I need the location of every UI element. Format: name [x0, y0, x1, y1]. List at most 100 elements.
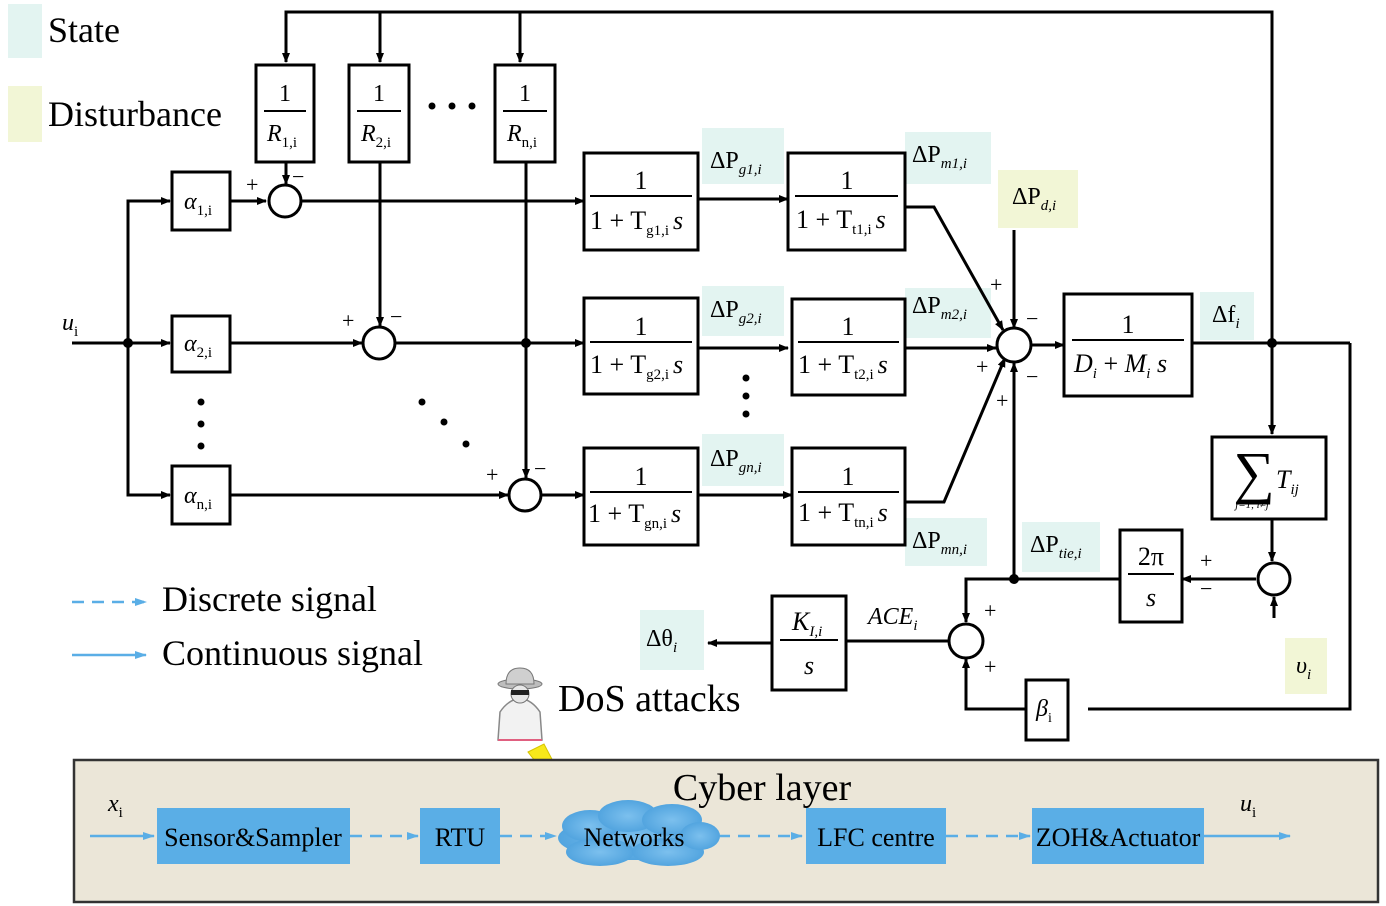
svg-text:KI,i: KI,i: [791, 607, 822, 640]
legend-continuous-label: Continuous signal: [162, 633, 423, 673]
integrator-label: KI,i s: [791, 607, 822, 680]
svg-text:ΔPg1,i: ΔPg1,i: [710, 148, 762, 178]
sensor-sampler-label: Sensor&Sampler: [164, 823, 342, 852]
sum-block-label: ∑ Tij j=1, i≠j: [1233, 440, 1299, 511]
svg-text:ACEi: ACEi: [866, 604, 918, 634]
state-highlights: [98, 128, 1327, 822]
svg-text:Di + Mi s: Di + Mi s: [1073, 349, 1167, 382]
main-sum-junction: [995, 326, 1033, 364]
svg-text:+: +: [342, 308, 354, 333]
svg-text:j=1, i≠j: j=1, i≠j: [1233, 499, 1269, 511]
svg-text:Rn,i: Rn,i: [506, 121, 537, 151]
svg-text:1: 1: [519, 81, 531, 107]
svg-text:s: s: [804, 651, 814, 680]
junctions: [123, 338, 1277, 584]
lfc-centre-block: [806, 808, 946, 864]
svg-text:+: +: [984, 654, 996, 679]
svg-text:2π: 2π: [1138, 542, 1164, 571]
rtu-label: RTU: [435, 823, 486, 852]
svg-text:−: −: [534, 456, 546, 481]
svg-text:+: +: [990, 272, 1002, 297]
area-block-label: 1 Di + Mi s: [1073, 310, 1167, 382]
svg-text:1: 1: [842, 462, 855, 491]
lfc-centre-label: LFC centre: [817, 823, 935, 852]
blocks: [170, 63, 1328, 742]
svg-text:ΔPmn,i: ΔPmn,i: [912, 528, 967, 558]
svg-text:α2,i: α2,i: [184, 331, 212, 361]
svg-text:1 + Ttn,is: 1 + Ttn,is: [798, 498, 888, 531]
svg-text:s: s: [1146, 583, 1156, 612]
svg-text:1: 1: [279, 81, 291, 107]
legend-discrete-label: Discrete signal: [162, 579, 377, 619]
svg-text:1: 1: [842, 312, 855, 341]
sensor-sampler-block: [157, 808, 350, 864]
svg-text:Δfi: Δfi: [1212, 302, 1240, 332]
zoh-actuator-block: [1032, 808, 1204, 864]
tie-sum-junction: [1256, 561, 1292, 597]
svg-text:Δθi: Δθi: [646, 626, 677, 656]
networks-cloud: [558, 800, 720, 866]
fraction-lines: [264, 110, 1184, 641]
sum-junction-1: [267, 183, 303, 219]
svg-text:+: +: [246, 172, 258, 197]
svg-text:−: −: [390, 304, 402, 329]
svg-text:1: 1: [1122, 310, 1135, 339]
svg-text:1 + Tg2,is: 1 + Tg2,is: [590, 350, 683, 383]
disturbance-swatch: [8, 86, 42, 142]
svg-text:α1,i: α1,i: [184, 189, 212, 219]
svg-text:R2,i: R2,i: [360, 121, 391, 151]
zoh-actuator-label: ZOH&Actuator: [1036, 823, 1201, 852]
svg-text:1 + Tt2,is: 1 + Tt2,is: [798, 350, 888, 383]
svg-text:−: −: [1200, 576, 1212, 601]
hacker-icon: [497, 667, 543, 741]
svg-text:υi: υi: [1296, 653, 1311, 683]
legend: State Disturbance: [8, 4, 222, 142]
svg-text:Tij: Tij: [1276, 465, 1299, 498]
networks-label: Networks: [583, 823, 684, 852]
wires: [72, 10, 1352, 711]
svg-text:+: +: [486, 462, 498, 487]
svg-text:ΔPm1,i: ΔPm1,i: [912, 142, 967, 172]
svg-text:+: +: [976, 354, 988, 379]
dos-attack-label: DoS attacks: [558, 678, 741, 720]
sum-junction-2: [361, 325, 397, 361]
signal-legend: Discrete signal Continuous signal: [72, 579, 423, 673]
svg-text:ΔPg2,i: ΔPg2,i: [710, 297, 762, 327]
signal-labels: ΔPg1,i ΔPg2,i ΔPgn,i ΔPm1,i ΔPm2,i ΔPmn,…: [646, 142, 1311, 683]
input-label: ui: [62, 310, 78, 340]
svg-text:−: −: [1026, 306, 1038, 331]
cyber-layer: Cyber layer xi ui Sensor&Sampler RTU Net…: [72, 758, 1380, 904]
svg-text:+: +: [984, 598, 996, 623]
cyber-layer-title: Cyber layer: [673, 767, 852, 809]
svg-text:R1,i: R1,i: [266, 121, 297, 151]
svg-text:+: +: [1200, 548, 1212, 573]
svg-text:∑: ∑: [1233, 440, 1274, 505]
tie-block-label: 2π s: [1138, 542, 1164, 612]
svg-text:1 + Tg1,is: 1 + Tg1,is: [590, 206, 683, 239]
sum-junction-n: [507, 477, 543, 513]
ellipsis-dots: [197, 102, 750, 450]
rtu-block: [420, 808, 500, 864]
svg-text:ΔPd,i: ΔPd,i: [1012, 184, 1056, 214]
svg-text:ΔPgn,i: ΔPgn,i: [710, 446, 762, 476]
beta-label: βi: [1035, 696, 1052, 726]
svg-text:−: −: [292, 164, 304, 189]
svg-text:1: 1: [841, 166, 854, 195]
legend-disturbance-label: Disturbance: [48, 94, 222, 134]
droop-labels: 1 R1,i 1 R2,i 1 Rn,i: [266, 81, 537, 151]
svg-text:1 + Tgn,is: 1 + Tgn,is: [588, 499, 681, 532]
junction-signs: + − + − + − + − + − + + − + +: [246, 164, 1212, 679]
svg-text:ΔPm2,i: ΔPm2,i: [912, 293, 967, 323]
state-swatch: [8, 4, 42, 58]
cyber-output-label: ui: [1240, 791, 1256, 821]
svg-text:−: −: [1026, 364, 1038, 389]
svg-text:1: 1: [635, 462, 648, 491]
svg-text:αn,i: αn,i: [184, 483, 212, 513]
svg-text:1: 1: [373, 81, 385, 107]
legend-state-label: State: [48, 10, 120, 50]
svg-text:ΔPtie,i: ΔPtie,i: [1030, 532, 1082, 562]
